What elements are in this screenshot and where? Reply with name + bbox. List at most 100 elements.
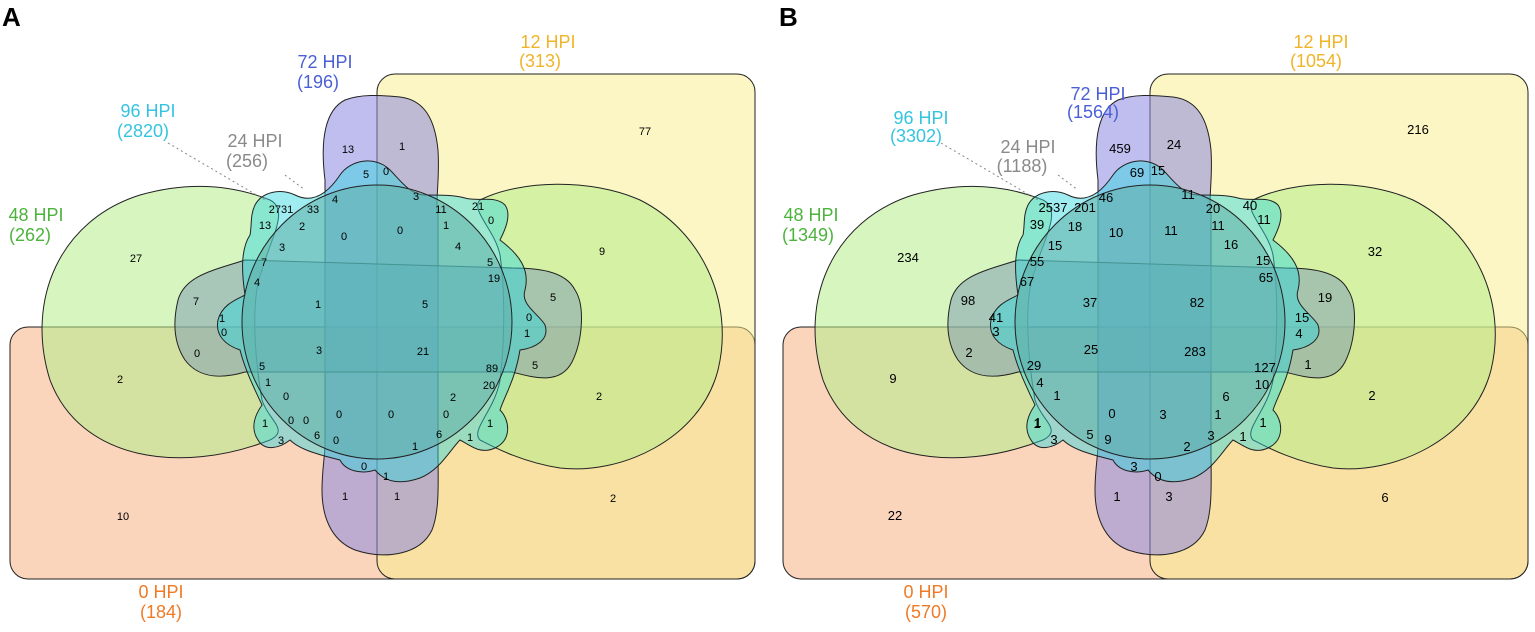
- panel-a-letter: A: [2, 2, 21, 32]
- panel-a-count: 0: [341, 231, 347, 243]
- panel-a-count: 0: [388, 409, 394, 421]
- panel-b-label-12hpi-count: (1054): [1290, 51, 1342, 71]
- panel-b-core-ellipse: [1014, 184, 1286, 460]
- panel-b-count: 19: [1318, 290, 1332, 305]
- panel-b-letter: B: [779, 2, 798, 32]
- panel-b-count: 5: [1086, 427, 1093, 442]
- panel-b-count: 9: [1104, 432, 1111, 447]
- panel-b-count: 2: [965, 345, 972, 360]
- panel-b-count: 3: [1130, 459, 1137, 474]
- panel-a-count: 0: [526, 312, 532, 324]
- panel-b-leader-96hpi: [940, 142, 1039, 201]
- panel-a-count: 3: [413, 191, 419, 203]
- panel-b-count: 3: [1165, 489, 1172, 504]
- panel-b-count: 3: [1159, 407, 1166, 422]
- panel-b-label-12hpi-name: 12 HPI: [1293, 32, 1348, 52]
- panel-b-count: 65: [1259, 270, 1273, 285]
- panel-a-count: 5: [363, 169, 369, 181]
- panel-b-count: 15: [1048, 238, 1062, 253]
- panel-a-count: 0: [361, 461, 367, 473]
- panel-a-count: 6: [314, 430, 320, 442]
- panel-b-count: 6: [1222, 389, 1229, 404]
- panel-a-label-48hpi-name: 48 HPI: [8, 205, 63, 225]
- panel-b-count: 283: [1184, 344, 1206, 359]
- panel-b-region-counts: 216 459 24 69 15 46 201 2537 39 18 15 10…: [888, 122, 1429, 523]
- panel-b-count: 69: [1130, 165, 1144, 180]
- panel-b-label-24hpi-count: (1188): [997, 156, 1048, 176]
- panel-b-label-96hpi-count: (3302): [890, 126, 942, 146]
- panel-a-count: 1: [262, 418, 268, 430]
- panel-a-leader-24hpi: [284, 174, 306, 191]
- panel-b: B 12 HPI (1054) 72 HPI (1564) 96 HPI (33…: [779, 2, 1529, 622]
- panel-a-count: 4: [455, 241, 461, 253]
- panel-a-count: 1: [394, 491, 400, 503]
- panel-a-label-96hpi-name: 96 HPI: [120, 101, 175, 121]
- panel-b-count: 15: [1295, 310, 1309, 325]
- panel-b-count: 2: [1368, 388, 1375, 403]
- panel-a-count: 0: [333, 435, 339, 447]
- panel-b-label-48hpi-name: 48 HPI: [783, 205, 838, 225]
- panel-b-count: 2537: [1039, 200, 1068, 215]
- panel-a-count: 0: [288, 415, 294, 427]
- panel-a-count: 0: [383, 166, 389, 178]
- panel-a-count: 13: [342, 144, 354, 156]
- panel-b-count: 1: [1034, 415, 1041, 430]
- panel-b-count: 1: [1113, 489, 1120, 504]
- panel-b-count: 98: [961, 293, 975, 308]
- panel-a-count: 7: [193, 296, 199, 308]
- panel-a-count: 0: [283, 391, 289, 403]
- panel-a-label-24hpi-count: (256): [226, 151, 268, 171]
- panel-a-count: 20: [483, 380, 495, 392]
- panel-a: A 12 HPI (313) 72 HPI (196) 96 HPI (2820…: [2, 2, 756, 622]
- panel-b-count: 10: [1109, 225, 1123, 240]
- panel-b-count: 11: [1257, 212, 1271, 227]
- panel-a-count: 1: [412, 441, 418, 453]
- panel-a-count: 0: [488, 215, 494, 227]
- panel-a-count: 6: [436, 429, 442, 441]
- panel-a-count: 10: [117, 511, 129, 523]
- panel-b-count: 32: [1368, 244, 1382, 259]
- panel-a-label-12hpi-name: 12 HPI: [520, 32, 575, 52]
- panel-a-label-72hpi-name: 72 HPI: [297, 52, 352, 72]
- panel-a-count: 77: [639, 126, 651, 138]
- panel-a-count: 1: [315, 299, 321, 311]
- panel-a-count: 2: [450, 392, 456, 404]
- panel-a-count: 1: [443, 220, 449, 232]
- panel-b-count: 4: [1036, 375, 1043, 390]
- panel-b-count: 82: [1190, 295, 1204, 310]
- panel-a-count: 1: [342, 491, 348, 503]
- panel-b-count: 0: [1154, 469, 1161, 484]
- panel-a-count: 0: [336, 409, 342, 421]
- panel-a-count: 4: [254, 277, 260, 289]
- panel-b-label-72hpi-count: (1564): [1067, 102, 1119, 122]
- panel-b-count: 4: [1295, 326, 1302, 341]
- panel-b-count: 25: [1084, 342, 1098, 357]
- panel-a-count: 3: [279, 242, 285, 254]
- panel-b-count: 15: [1256, 253, 1270, 268]
- panel-a-count: 13: [259, 220, 271, 232]
- panel-b-count: 46: [1099, 190, 1113, 205]
- panel-b-count: 20: [1206, 201, 1220, 216]
- panel-b-count: 459: [1109, 141, 1131, 156]
- panel-b-count: 55: [1030, 254, 1044, 269]
- panel-a-count: 5: [550, 292, 556, 304]
- panel-b-count: 29: [1027, 358, 1041, 373]
- panel-a-label-96hpi-count: (2820): [117, 121, 169, 141]
- panel-b-count: 2: [1183, 439, 1190, 454]
- panel-b-label-24hpi-name: 24 HPI: [1000, 137, 1055, 157]
- panel-b-count: 216: [1407, 122, 1429, 137]
- panel-a-label-48hpi-count: (262): [9, 225, 51, 245]
- panel-a-count: 2: [299, 221, 305, 233]
- panel-b-count: 15: [1151, 163, 1165, 178]
- panel-b-count: 11: [1211, 218, 1225, 233]
- panel-b-count: 127: [1254, 360, 1276, 375]
- panel-a-label-72hpi-count: (196): [297, 72, 339, 92]
- panel-b-count: 11: [1164, 223, 1178, 238]
- panel-b-count: 0: [1108, 406, 1115, 421]
- panel-a-count: 2731: [269, 204, 293, 216]
- panel-b-count: 6: [1381, 490, 1388, 505]
- panel-a-label-12hpi-count: (313): [519, 51, 561, 71]
- panel-a-count: 7: [261, 257, 267, 269]
- panel-a-count: 11: [435, 204, 446, 216]
- panel-b-count: 18: [1068, 219, 1082, 234]
